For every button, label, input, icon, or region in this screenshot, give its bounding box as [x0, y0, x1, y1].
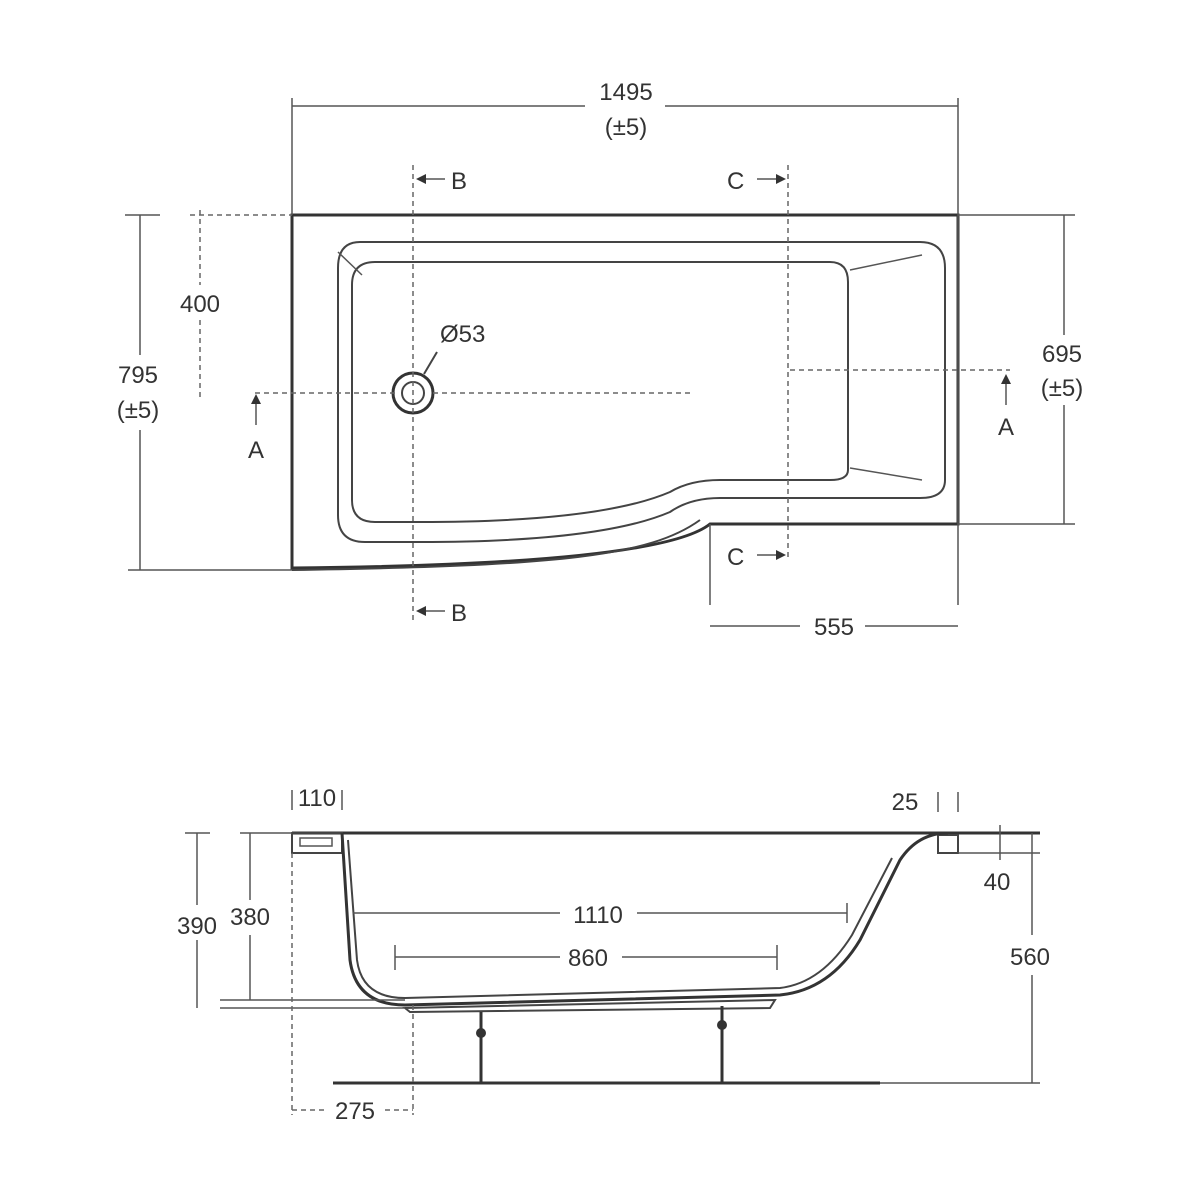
section-b-top-label: B — [451, 168, 467, 195]
section-c-top-label: C — [727, 168, 744, 195]
leg — [717, 1006, 727, 1082]
basin-outline — [351, 261, 849, 523]
narrow-width-label: 695 — [1042, 341, 1082, 368]
overall-width-tolerance: (±5) — [117, 397, 160, 424]
rim-right-label: 25 — [892, 789, 919, 816]
inner-rim — [337, 241, 946, 543]
waste-diameter-label: Ø53 — [440, 321, 485, 348]
section-a-right-label: A — [998, 414, 1014, 441]
rim-thickness-label: 40 — [984, 869, 1011, 896]
narrow-length-label: 555 — [814, 614, 854, 641]
section-a-left-label: A — [248, 437, 264, 464]
plan-view: 1495 (±5) B B C C 795 (±5) 400 Ø53 A A 6… — [117, 79, 1084, 641]
section-c-bottom-label: C — [727, 544, 744, 571]
overall-width-label: 795 — [118, 362, 158, 389]
overall-length-tolerance: (±5) — [605, 114, 648, 141]
height-380-label: 380 — [230, 904, 270, 931]
top-length-label: 1110 — [573, 902, 623, 929]
front-skirt-curve — [291, 519, 701, 571]
section-b-bottom-label: B — [451, 600, 467, 627]
narrow-width-tolerance: (±5) — [1041, 375, 1084, 402]
leg — [476, 1012, 486, 1082]
right-rim — [937, 834, 959, 854]
headrest-lines — [337, 251, 923, 481]
waste-offset-section-label: 275 — [335, 1098, 375, 1125]
overall-length-label: 1495 — [599, 79, 652, 106]
height-390-label: 390 — [177, 913, 217, 940]
section-view: 110 25 40 390 380 1110 860 560 — [177, 785, 1050, 1125]
waste-offset-label: 400 — [180, 291, 220, 318]
rim-left-label: 110 — [298, 785, 336, 812]
cradle — [402, 998, 777, 1014]
total-height-label: 560 — [1010, 944, 1050, 971]
bottom-length-label: 860 — [568, 945, 608, 972]
tub-profile — [340, 831, 949, 1007]
